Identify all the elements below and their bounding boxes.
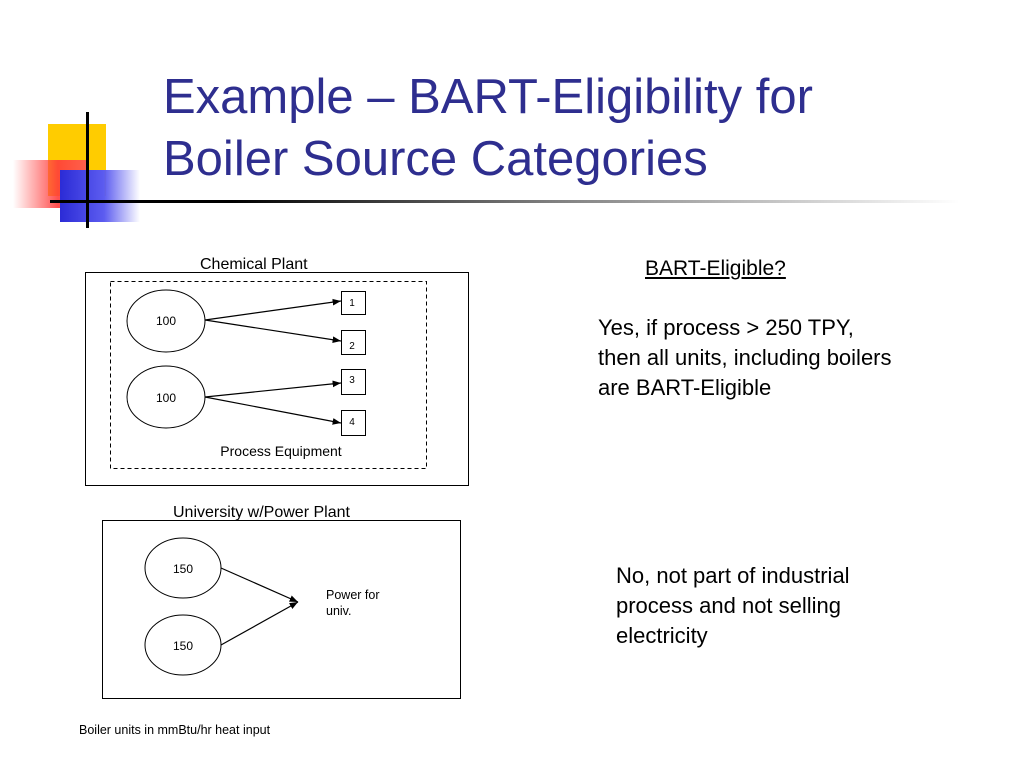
- flow-arrow: [220, 567, 299, 603]
- answer-university-line-1: No, not part of industrial: [616, 563, 850, 588]
- unit-box: [341, 291, 366, 315]
- answer-chemical-line-3: are BART-Eligible: [598, 375, 772, 400]
- unit-number-label: 1: [349, 298, 355, 309]
- unit-number-label: 2: [349, 341, 355, 352]
- university-box: [102, 520, 461, 699]
- boiler-capacity-label: 100: [156, 391, 176, 405]
- answer-chemical-line-2: then all units, including boilers: [598, 345, 892, 370]
- slide-title-line-1: Example – BART-Eligibility for: [163, 70, 813, 124]
- university-label: University w/Power Plant: [173, 504, 350, 521]
- chemical-plant-box: [85, 272, 469, 486]
- boiler-capacity-label: 100: [156, 314, 176, 328]
- answer-university: No, not part of industrial process and n…: [616, 561, 850, 651]
- power-target-label-line-1: Power for: [326, 588, 380, 602]
- unit-box: [341, 410, 366, 436]
- bart-eligible-heading: BART-Eligible?: [645, 257, 786, 280]
- slide-title-line-2: Boiler Source Categories: [163, 132, 708, 186]
- decorative-blue-bar: [60, 170, 140, 222]
- decorative-vertical-line: [86, 112, 89, 228]
- slide-title: Example – BART-Eligibility for Boiler So…: [163, 66, 983, 190]
- answer-chemical-line-1: Yes, if process > 250 TPY,: [598, 315, 854, 340]
- answer-chemical-plant: Yes, if process > 250 TPY, then all unit…: [598, 313, 892, 403]
- process-equipment-label: Process Equipment: [220, 443, 342, 459]
- flow-arrow: [204, 298, 342, 321]
- units-footnote: Boiler units in mmBtu/hr heat input: [79, 723, 271, 737]
- power-target-label-line-2: univ.: [326, 604, 351, 618]
- flow-arrow: [220, 601, 299, 646]
- unit-number-label: 4: [349, 417, 355, 428]
- answer-university-line-2: process and not selling: [616, 593, 842, 618]
- boiler-ellipse: [126, 289, 206, 353]
- boiler-capacity-label: 150: [173, 639, 193, 653]
- unit-number-label: 3: [349, 375, 355, 386]
- title-underline-rule: [50, 200, 960, 203]
- chemical-plant-label: Chemical Plant: [200, 256, 308, 273]
- flow-arrow: [204, 396, 342, 425]
- flow-arrow: [204, 380, 342, 398]
- unit-box: [341, 369, 366, 395]
- flow-arrow: [204, 319, 342, 344]
- boiler-capacity-label: 150: [173, 562, 193, 576]
- unit-box: [341, 330, 366, 355]
- answer-university-line-3: electricity: [616, 623, 708, 648]
- process-equipment-box: [110, 281, 427, 469]
